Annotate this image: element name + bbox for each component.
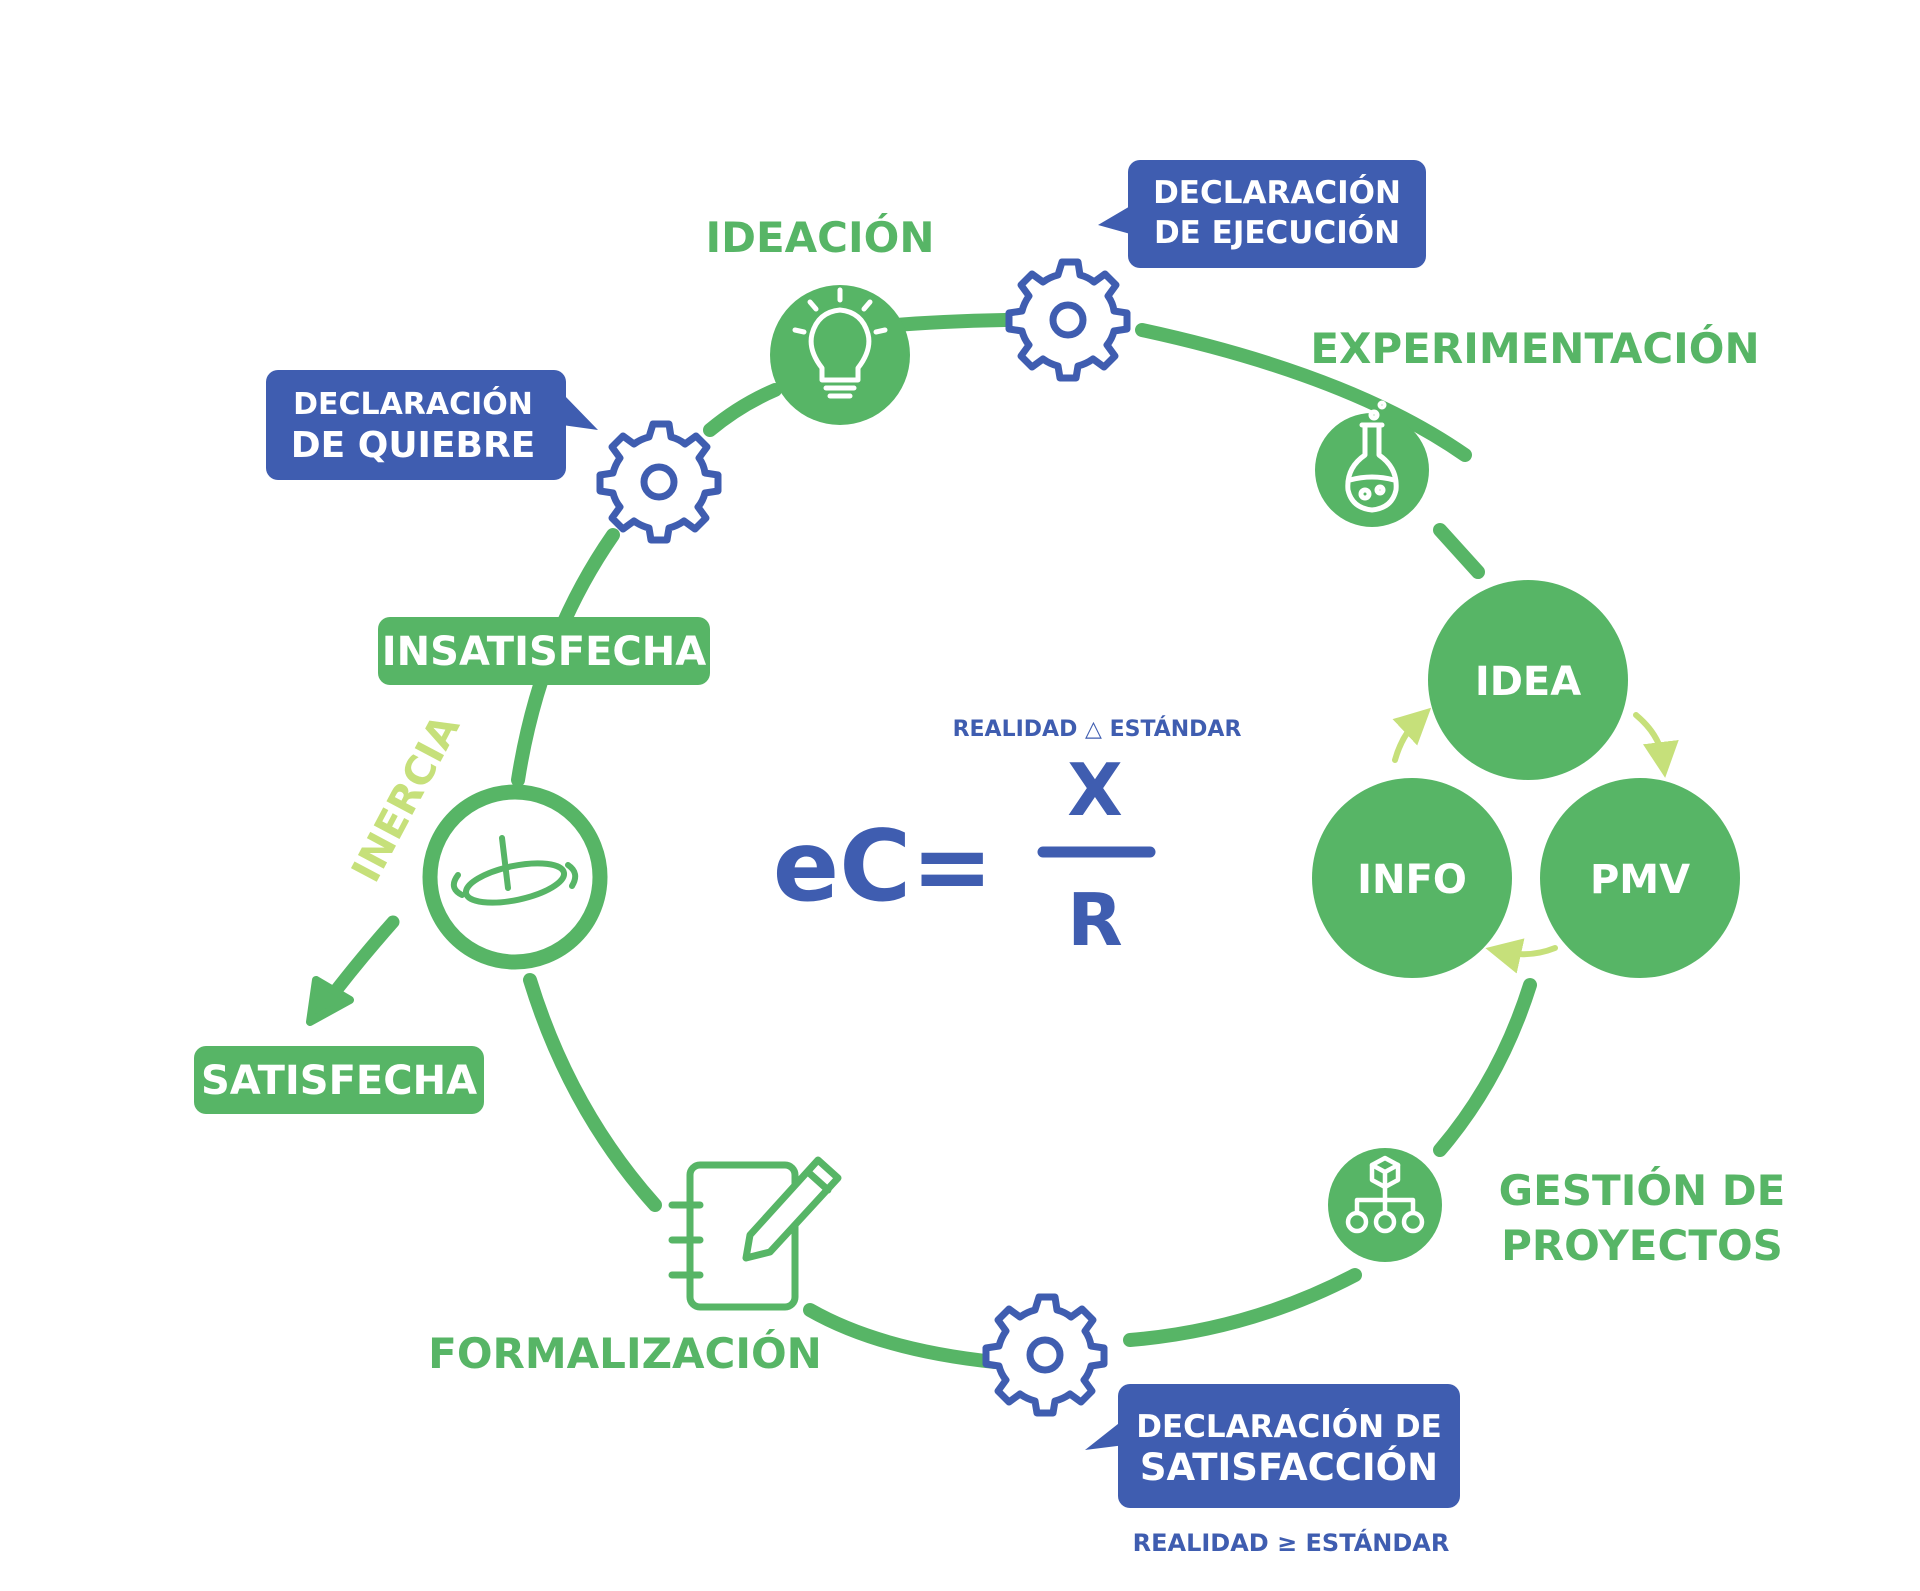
- info-node: [1312, 778, 1512, 978]
- pmv-node: [1540, 778, 1740, 978]
- satisfecha-label: SATISFECHA: [201, 1058, 477, 1104]
- gear-icon: [986, 1297, 1104, 1413]
- insatisfecha-label: INSATISFECHA: [382, 629, 706, 675]
- formula: REALIDAD △ ESTÁNDAR eC= X R: [773, 716, 1242, 962]
- path-segment: [1433, 978, 1537, 1157]
- formula-lhs: eC=: [773, 810, 994, 924]
- ideacion-node: [770, 285, 910, 425]
- path-segment: [1433, 523, 1485, 579]
- notebook-pencil-icon: [668, 1156, 842, 1311]
- idea-label: IDEA: [1475, 659, 1581, 705]
- path-segment: [1135, 323, 1472, 462]
- gear-icon: [600, 424, 718, 540]
- path-segment: [703, 383, 782, 437]
- formula-denominator: R: [1067, 878, 1122, 962]
- arrow-idea-to-pmv: [1633, 712, 1679, 778]
- inercia-node: [422, 784, 608, 970]
- gestion-label-line2: PROYECTOS: [1501, 1221, 1783, 1270]
- satisfecha-box: SATISFECHA: [194, 1046, 484, 1114]
- formula-numerator: X: [1067, 748, 1123, 832]
- info-label: INFO: [1357, 857, 1467, 903]
- sub-cycle: IDEA PMV INFO: [1312, 580, 1740, 978]
- arrow-info-to-idea: [1392, 707, 1432, 763]
- insatisfecha-box: INSATISFECHA: [378, 617, 710, 685]
- ejecucion-line2: DE EJECUCIÓN: [1154, 214, 1400, 251]
- path-segment: [523, 973, 662, 1212]
- declaracion-satisfaccion-bubble: DECLARACIÓN DE SATISFACCIÓN: [1085, 1384, 1460, 1508]
- experimentacion-node: [1315, 400, 1429, 527]
- formalizacion-label: FORMALIZACIÓN: [428, 1328, 822, 1378]
- gestion-node: [1328, 1148, 1442, 1262]
- quiebre-line1: DECLARACIÓN: [293, 385, 533, 422]
- gear-icon: [1009, 262, 1127, 378]
- formula-note: REALIDAD △ ESTÁNDAR: [953, 716, 1242, 742]
- gestion-label-line1: GESTIÓN DE: [1499, 1165, 1786, 1215]
- spinning-top-icon: [450, 835, 579, 906]
- flask-icon: [1345, 400, 1399, 513]
- idea-node: [1428, 580, 1628, 780]
- path-segment: [803, 1303, 1002, 1369]
- exit-arrow: [306, 915, 400, 1026]
- satisfaccion-line2: SATISFACCIÓN: [1140, 1445, 1438, 1489]
- lightbulb-icon: [792, 287, 888, 399]
- declaracion-quiebre-bubble: DECLARACIÓN DE QUIEBRE: [266, 370, 598, 480]
- ideacion-label: IDEACIÓN: [706, 212, 935, 262]
- arrow-pmv-to-info: [1485, 938, 1558, 974]
- satisfaccion-note: REALIDAD ≥ ESTÁNDAR: [1133, 1528, 1450, 1557]
- quiebre-line2: DE QUIEBRE: [291, 425, 536, 466]
- experimentacion-label: EXPERIMENTACIÓN: [1310, 323, 1759, 373]
- cycle-path: [511, 313, 1537, 1369]
- path-segment: [1123, 1268, 1362, 1347]
- satisfaccion-line1: DECLARACIÓN DE: [1136, 1408, 1442, 1445]
- pmv-label: PMV: [1590, 857, 1690, 903]
- declaracion-ejecucion-bubble: DECLARACIÓN DE EJECUCIÓN: [1098, 160, 1426, 268]
- hierarchy-icon: [1345, 1155, 1425, 1234]
- ejecucion-line1: DECLARACIÓN: [1153, 174, 1401, 211]
